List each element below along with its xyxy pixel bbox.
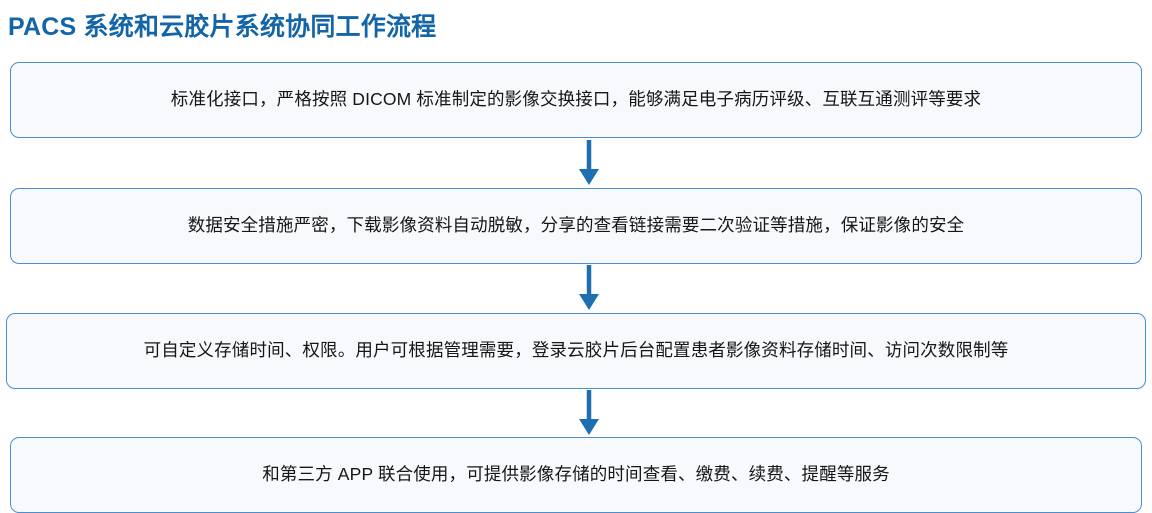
flow-step-1: 标准化接口，严格按照 DICOM 标准制定的影像交换接口，能够满足电子病历评级、… [10,62,1142,138]
flow-step-2-label: 数据安全措施严密，下载影像资料自动脱敏，分享的查看链接需要二次验证等措施，保证影… [187,215,965,236]
flow-step-1-label: 标准化接口，严格按照 DICOM 标准制定的影像交换接口，能够满足电子病历评级、… [170,89,982,110]
flow-step-3-label: 可自定义存储时间、权限。用户可根据管理需要，登录云胶片后台配置患者影像资料存储时… [143,340,1009,361]
flow-step-4: 和第三方 APP 联合使用，可提供影像存储的时间查看、缴费、续费、提醒等服务 [10,437,1142,513]
flow-step-2: 数据安全措施严密，下载影像资料自动脱敏，分享的查看链接需要二次验证等措施，保证影… [10,188,1142,264]
arrow-down-icon-3 [571,389,607,437]
page-title: PACS 系统和云胶片系统协同工作流程 [8,13,437,41]
flow-step-3: 可自定义存储时间、权限。用户可根据管理需要，登录云胶片后台配置患者影像资料存储时… [6,313,1146,389]
arrow-down-icon-1 [571,139,607,187]
flow-step-4-label: 和第三方 APP 联合使用，可提供影像存储的时间查看、缴费、续费、提醒等服务 [262,464,890,485]
arrow-down-icon-2 [571,264,607,312]
